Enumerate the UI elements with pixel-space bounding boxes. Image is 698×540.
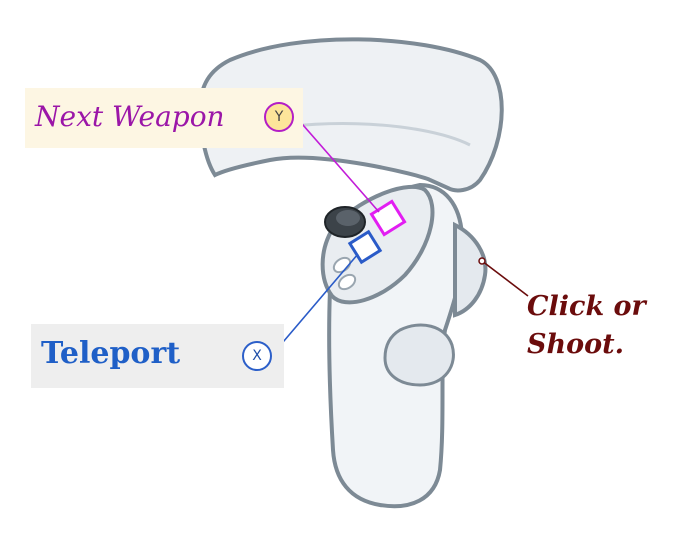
y-button-highlight bbox=[295, 116, 407, 237]
y-button-badge: Y bbox=[264, 102, 294, 132]
trigger bbox=[453, 221, 488, 318]
trigger-label-line-1: Click or bbox=[527, 291, 646, 322]
x-button-badge: X bbox=[242, 341, 272, 371]
grip-button bbox=[383, 323, 455, 387]
trigger-label: Click or Shoot. bbox=[527, 288, 697, 364]
trigger-leader bbox=[478, 257, 529, 297]
next-weapon-text: Next Weapon bbox=[35, 100, 225, 133]
thumbstick-icon bbox=[324, 206, 366, 238]
next-weapon-label: Next Weapon bbox=[25, 88, 303, 148]
x-button-highlight bbox=[271, 229, 383, 356]
teleport-text: Teleport bbox=[41, 336, 181, 371]
teleport-label: Teleport bbox=[31, 324, 284, 388]
trigger-label-line-2: Shoot. bbox=[527, 329, 625, 360]
